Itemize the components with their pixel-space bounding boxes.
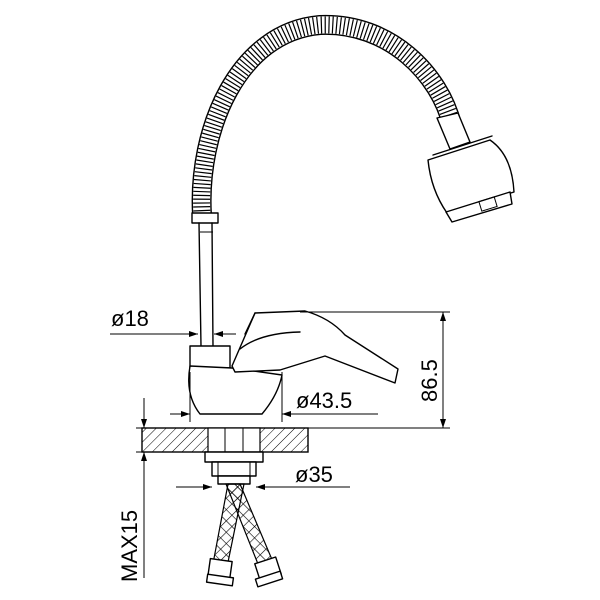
height-dimension: 86.5	[300, 311, 450, 429]
mounting-nut	[204, 451, 264, 485]
vertical-pipe	[189, 212, 231, 369]
shank-diameter-dimension: ø35	[176, 462, 350, 490]
thickness-label: MAX15	[117, 510, 142, 582]
pipe-diameter-dimension: ø18	[110, 306, 236, 337]
shank-diameter-label: ø35	[295, 462, 333, 487]
supply-hoses	[205, 483, 284, 588]
faucet-body	[188, 310, 399, 415]
height-label: 86.5	[417, 359, 442, 402]
flexible-spout	[191, 14, 462, 216]
thickness-dimension: MAX15	[117, 398, 147, 582]
body-diameter-dimension: ø43.5	[170, 372, 378, 422]
countertop	[141, 427, 309, 453]
spray-head	[427, 112, 515, 223]
body-diameter-label: ø43.5	[296, 388, 352, 413]
pipe-diameter-label: ø18	[111, 306, 149, 331]
